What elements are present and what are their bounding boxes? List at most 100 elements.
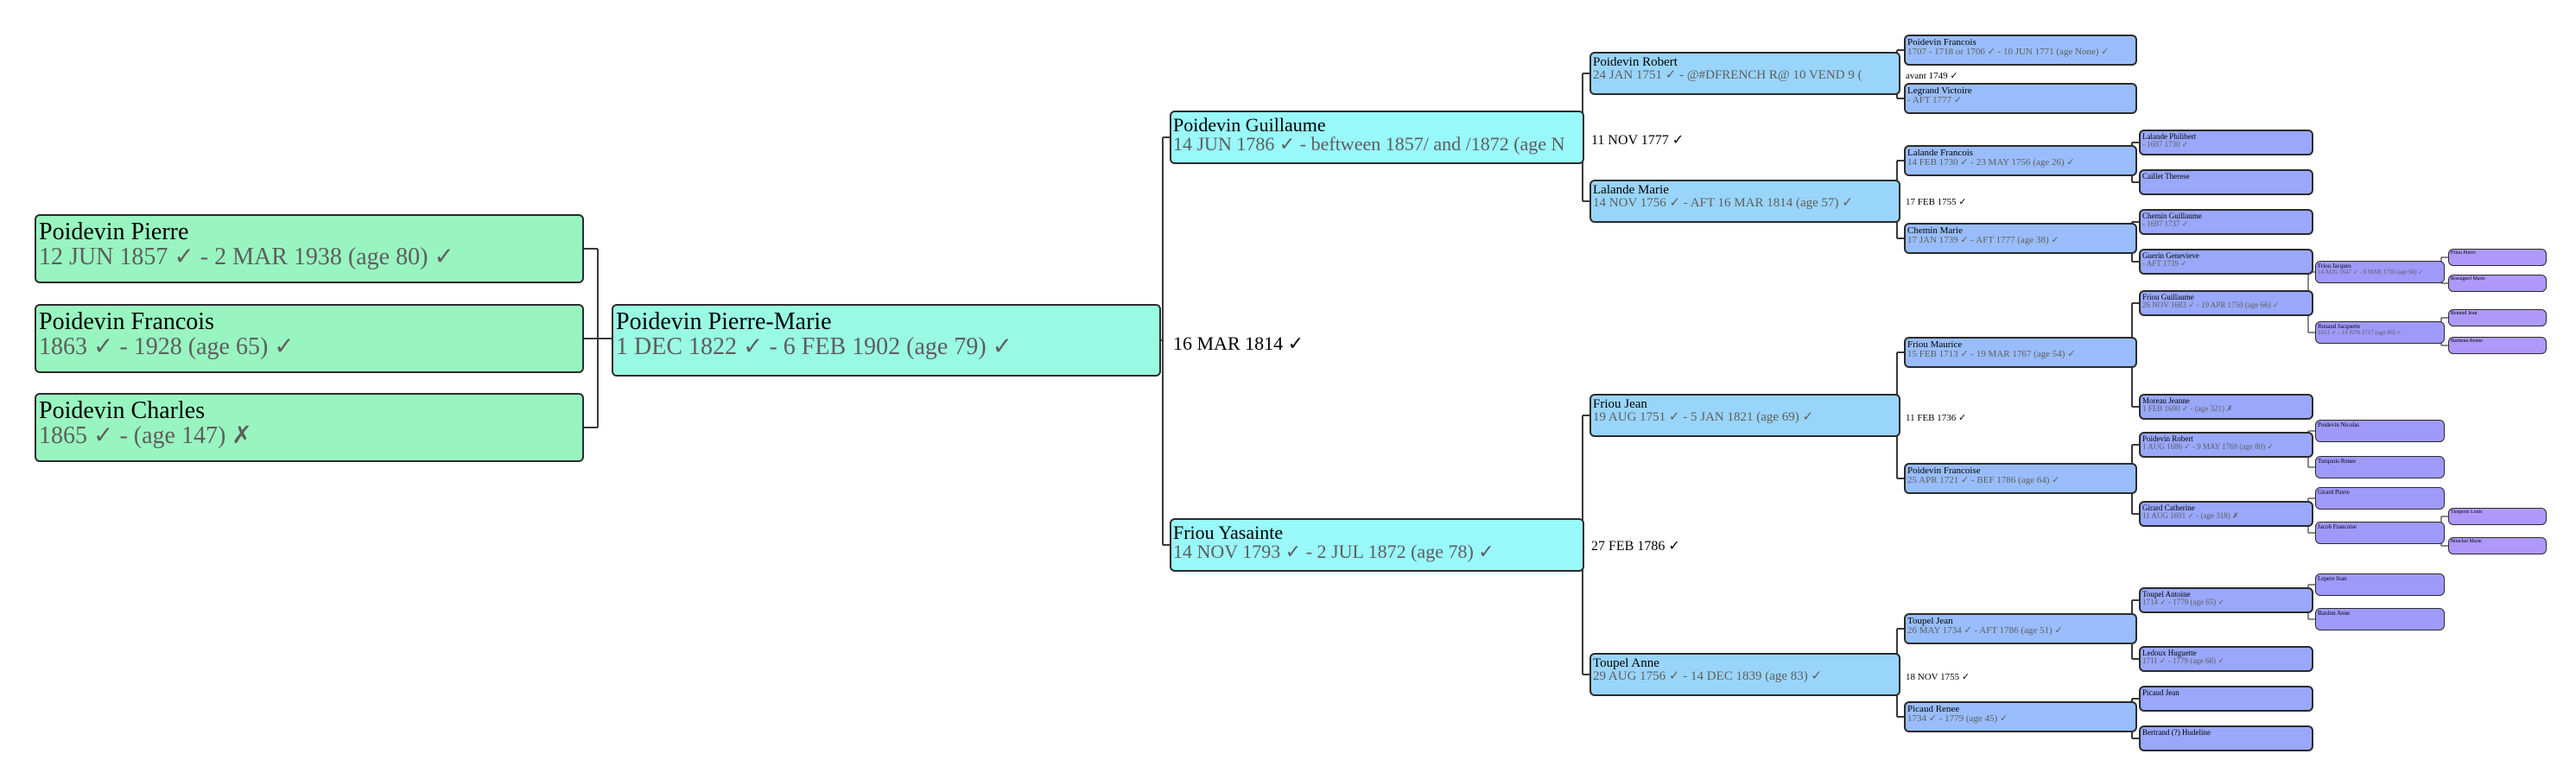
person-box-girard-pierre[interactable]: Girard Pierre: [2315, 487, 2445, 510]
person-dates: 15 FEB 1713 ✓ - 19 MAR 1767 (age 54) ✓: [1907, 349, 2076, 360]
person-name: Renaud Jacquette: [2318, 323, 2361, 330]
person-name: Rossignol Marie: [2451, 276, 2485, 282]
person-name: Renaud Jean: [2451, 311, 2478, 316]
person-name: Poidevin Pierre-Marie: [616, 308, 832, 335]
person-box-lepere-jean[interactable]: Lepere Jean: [2315, 573, 2445, 596]
person-dates: 14 NOV 1756 ✓ - AFT 16 MAR 1814 (age 57)…: [1593, 196, 1853, 211]
marriage-date: 17 FEB 1755 ✓: [1906, 196, 1967, 207]
person-name: Poidevin Guillaume: [1173, 114, 1326, 136]
person-name: Lalande Philibert: [2142, 132, 2197, 141]
person-name: Toupel Antoine: [2142, 590, 2191, 598]
person-dates: 1707 - 1718 or 1706 ✓ - 10 JUN 1771 (age…: [1907, 47, 2110, 58]
person-box-gg-2[interactable]: Rossignol Marie: [2448, 275, 2547, 292]
person-box-gg-6[interactable]: Bouchet Marie: [2448, 537, 2547, 554]
person-name: Toupel Anne: [1593, 656, 1659, 670]
person-box-bardon-anne[interactable]: Bardon Anne: [2315, 608, 2445, 630]
person-dates: - 1697 1730 ✓: [2142, 140, 2189, 149]
person-box-lalande-philibert[interactable]: Lalande Philibert- 1697 1730 ✓: [2139, 130, 2313, 155]
person-name: Legrand Victoire: [1907, 86, 1972, 96]
person-box-chemin-guillaume[interactable]: Chemin Guillaume- 1697 1737 ✓: [2139, 209, 2313, 235]
person-dates: - 1697 1737 ✓: [2142, 219, 2189, 229]
person-name: Turquois Louis: [2451, 510, 2483, 515]
person-name: Girard Pierre: [2318, 489, 2350, 496]
person-name: Bertrand (?) Hudeline: [2142, 728, 2211, 737]
person-box-picaud-jean[interactable]: Picaud Jean: [2139, 686, 2313, 712]
person-name: Poidevin Robert: [2142, 434, 2193, 443]
person-box-gg-4[interactable]: Bariteau Renee: [2448, 337, 2547, 354]
person-box-renaud-jean[interactable]: Renaud Jean: [2448, 309, 2547, 326]
person-dates: 11 AUG 1691 ✓ - (age 318) ✗: [2142, 511, 2239, 521]
marriage-date: 16 MAR 1814 ✓: [1173, 332, 1304, 354]
person-dates: 1 AUG 1686 ✓ - 9 MAY 1769 (age 80) ✓: [2142, 442, 2274, 452]
person-name: Friou Yasainte: [1173, 522, 1284, 543]
person-dates: 14 NOV 1793 ✓ - 2 JUL 1872 (age 78) ✓: [1173, 541, 1494, 563]
person-name: Friou Maurice: [1907, 339, 1963, 350]
person-dates: 14 JUN 1786 ✓ - beftween 1857/ and /1872…: [1173, 133, 1565, 155]
person-name: Jacob Francoise: [2318, 523, 2357, 530]
person-name: Moreau Jeanne: [2142, 396, 2190, 405]
person-name: Picaud Renee: [1907, 704, 1960, 714]
person-dates: 17 JAN 1739 ✓ - AFT 1777 (age 38) ✓: [1907, 235, 2059, 246]
marriage-date: avant 1749 ✓: [1906, 70, 1958, 81]
person-name: Poidevin Robert: [1593, 55, 1678, 69]
person-name: Poidevin Francois: [39, 308, 214, 335]
person-dates: 1 FEB 1690 ✓ - (age 321) ✗: [2142, 404, 2233, 414]
person-name: Poidevin Francoise: [1907, 466, 1981, 476]
person-name: Bardon Anne: [2318, 610, 2351, 617]
person-name: Lalande Marie: [1593, 183, 1669, 197]
person-box-friou-pierre[interactable]: Friou Pierre: [2448, 249, 2547, 266]
person-name: Poidevin Francois: [1907, 37, 1976, 48]
person-dates: 26 MAY 1734 ✓ - AFT 1786 (age 51) ✓: [1907, 625, 2063, 636]
person-name: Poidevin Pierre: [39, 218, 189, 245]
marriage-date: 18 NOV 1755 ✓: [1906, 671, 1970, 682]
person-dates: 14 AUG 1647 ✓ - 8 MAR 1716 (age 68) ✓: [2318, 269, 2424, 276]
person-name: Friou Jacques: [2318, 263, 2351, 269]
person-dates: 1734 ✓ - 1779 (age 45) ✓: [1907, 713, 2008, 725]
person-name: Poidevin Charles: [39, 397, 206, 424]
person-box-poidevin-nicolas[interactable]: Poidevin Nicolas: [2315, 420, 2445, 442]
person-dates: 1865 ✓ - (age 147) ✗: [39, 421, 252, 449]
person-box-caillet-therese[interactable]: Caillet Therese: [2139, 169, 2313, 195]
person-dates: 1863 ✓ - 1928 (age 65) ✓: [39, 332, 295, 360]
person-dates: 29 AUG 1756 ✓ - 14 DEC 1839 (age 83) ✓: [1593, 669, 1823, 684]
marriage-date: 11 NOV 1777 ✓: [1591, 133, 1685, 148]
person-box-turquois-renee[interactable]: Turquois Renee: [2315, 456, 2445, 478]
person-dates: 1714 ✓ - 1779 (age 65) ✓: [2142, 598, 2225, 607]
person-name: Lalande Francois: [1907, 148, 1974, 158]
person-box-jacob-francoise[interactable]: Jacob Francoise: [2315, 522, 2445, 544]
person-name: Chemin Marie: [1907, 225, 1963, 236]
person-box-turquois-7[interactable]: Turquois Louis: [2448, 508, 2547, 525]
person-name: Friou Pierre: [2451, 250, 2476, 256]
marriage-date: 27 FEB 1786 ✓: [1591, 539, 1680, 554]
person-box-bertrand-hudeline[interactable]: Bertrand (?) Hudeline: [2139, 725, 2313, 751]
person-box-legrand[interactable]: Legrand Victoire- AFT 1777 ✓: [1904, 83, 2137, 114]
person-name: Toupel Jean: [1907, 616, 1953, 626]
person-box-guerin-genevieve[interactable]: Guerin Genevieve- AFT 1739 ✓: [2139, 249, 2313, 275]
marriage-date: 11 FEB 1736 ✓: [1906, 412, 1967, 423]
